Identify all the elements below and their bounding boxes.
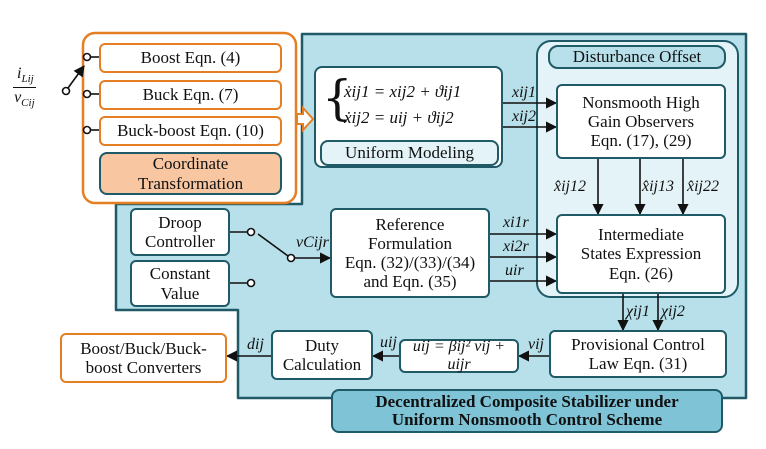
buck-eqn-label: Buck Eqn. (7) xyxy=(142,85,239,105)
reference-formulation-box: Reference Formulation Eqn. (32)/(33)/(34… xyxy=(330,208,490,298)
intermediate-states-box: Intermediate States Expression Eqn. (26) xyxy=(556,214,726,294)
provisional-control-box: Provisional Control Law Eqn. (31) xyxy=(549,330,727,378)
intermediate-states-label: Intermediate States Expression Eqn. (26) xyxy=(580,225,702,283)
converters-box: Boost/Buck/Buck- boost Converters xyxy=(60,333,227,383)
signal-xi2r: xi2r xyxy=(503,238,529,255)
buck-boost-eqn-label: Buck-boost Eqn. (10) xyxy=(117,121,264,141)
signal-xij2: xij2 xyxy=(512,108,536,125)
control-law-box: uij = βij² vij + uijr xyxy=(399,338,519,373)
observers-label: Nonsmooth High Gain Observers Eqn. (17),… xyxy=(582,92,700,151)
uniform-modeling-title: Uniform Modeling xyxy=(320,140,499,166)
equation-brace: { xyxy=(322,70,353,126)
disturbance-offset-label: Disturbance Offset xyxy=(572,47,702,67)
signal-xij1: xij1 xyxy=(512,84,536,101)
input-switch xyxy=(61,52,99,135)
reference-formulation-label: Reference Formulation Eqn. (32)/(33)/(34… xyxy=(344,214,476,292)
droop-controller-label: Droop Controller xyxy=(145,212,215,251)
signal-vij: vij xyxy=(528,336,544,353)
constant-value-box: Constant Value xyxy=(130,260,230,307)
converters-label: Boost/Buck/Buck- boost Converters xyxy=(80,338,207,377)
disturbance-offset-title: Disturbance Offset xyxy=(548,45,726,69)
coordinate-transformation-label: Coordinate Transformation xyxy=(137,154,244,193)
duty-calculation-box: Duty Calculation xyxy=(271,330,373,380)
signal-dij: dij xyxy=(247,336,264,353)
signal-xi1r: xi1r xyxy=(503,214,529,231)
boost-eqn-label: Boost Eqn. (4) xyxy=(140,48,241,68)
signal-uij: uij xyxy=(380,334,397,351)
source-switch xyxy=(230,227,332,288)
transform-arrow xyxy=(296,105,315,133)
provisional-control-label: Provisional Control Law Eqn. (31) xyxy=(571,334,705,373)
buck-eqn-box: Buck Eqn. (7) xyxy=(99,80,282,110)
boost-eqn-box: Boost Eqn. (4) xyxy=(99,43,282,73)
buck-boost-eqn-box: Buck-boost Eqn. (10) xyxy=(99,116,282,146)
signal-chi-ij2: χij2 xyxy=(661,303,685,320)
droop-controller-box: Droop Controller xyxy=(130,208,230,256)
signal-vcijr: vCijr xyxy=(296,234,329,251)
duty-calculation-label: Duty Calculation xyxy=(282,335,362,374)
signal-uir: uir xyxy=(505,262,524,279)
control-law-label: uij = βij² vij + uijr xyxy=(412,338,506,373)
equation-2: ẋij2 = uij + ϑij2 xyxy=(344,108,454,127)
constant-value-label: Constant Value xyxy=(149,264,211,303)
signal-chi-ij1: χij1 xyxy=(626,303,650,320)
switch-input-label: iLij vCij xyxy=(13,65,36,110)
signal-xhat-ij22: x̂ij22 xyxy=(687,178,719,195)
equation-1: ẋij1 = xij2 + ϑij1 xyxy=(344,82,462,101)
scheme-title-box: Decentralized Composite Stabilizer under… xyxy=(331,389,723,433)
signal-xhat-ij12: x̂ij12 xyxy=(554,178,586,195)
scheme-title-label: Decentralized Composite Stabilizer under… xyxy=(375,391,679,429)
observers-box: Nonsmooth High Gain Observers Eqn. (17),… xyxy=(556,84,726,159)
coordinate-transformation-box: Coordinate Transformation xyxy=(99,152,282,195)
uniform-modeling-box: { ẋij1 = xij2 + ϑij1 ẋij2 = uij + ϑij2 U… xyxy=(314,66,503,168)
signal-xhat-ij13: x̂ij13 xyxy=(642,178,674,195)
